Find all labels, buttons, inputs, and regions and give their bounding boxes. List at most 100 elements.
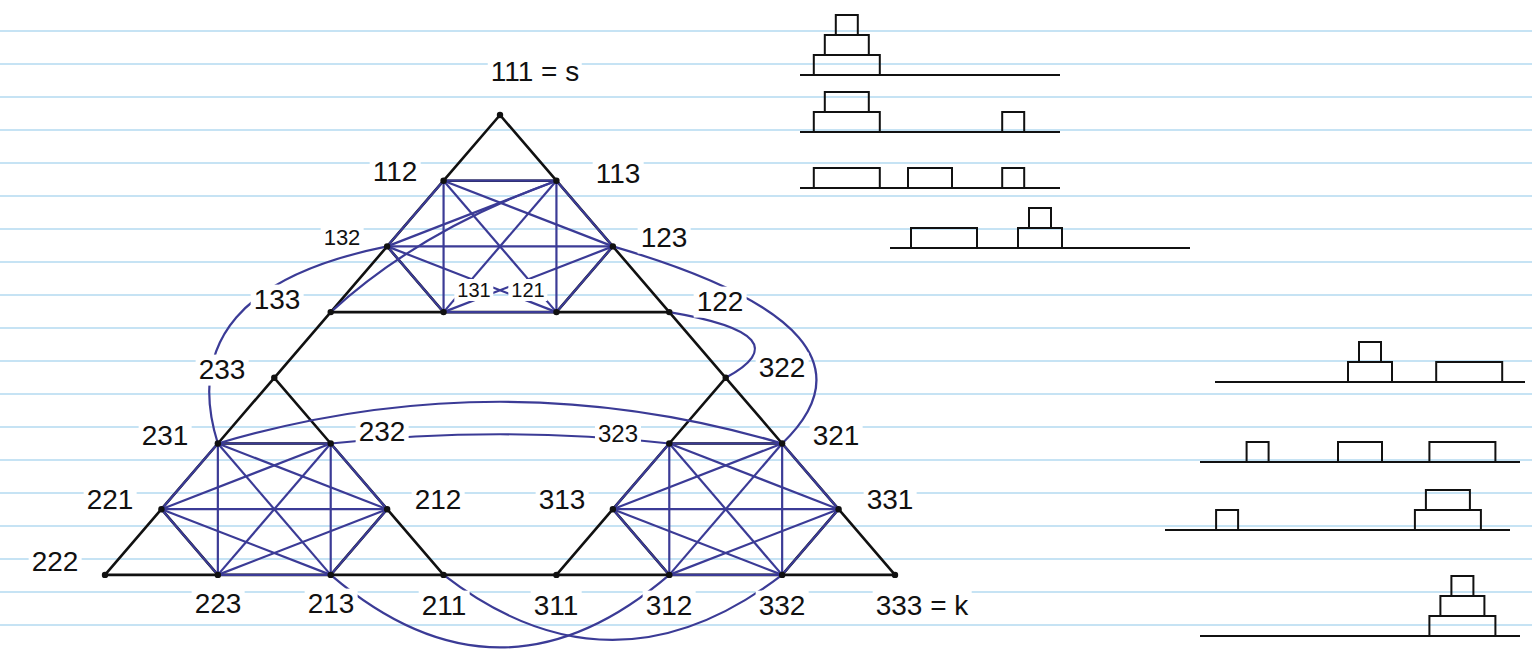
tower-base (1215, 381, 1525, 383)
disc-sketch (814, 168, 880, 188)
ruled-line (0, 525, 1532, 526)
vertex-label: 322 (756, 353, 809, 384)
vertex-dot (328, 572, 334, 578)
disc-sketch (1415, 510, 1481, 530)
ruled-line (0, 228, 1532, 229)
graph-edge (782, 574, 895, 577)
ruled-line (0, 459, 1532, 460)
vertex-label: 223 (192, 589, 245, 620)
blue-curve (331, 181, 557, 312)
blue-edge (669, 574, 782, 576)
vertex-dot (440, 309, 446, 315)
graph-edge (218, 378, 274, 444)
ruled-line (0, 294, 1532, 295)
vertex-label: 211 (419, 591, 470, 622)
blue-edge (613, 444, 782, 510)
disc-sketch (814, 112, 880, 132)
disc-sketch (1029, 208, 1051, 228)
graph-edge (613, 246, 669, 312)
disc-sketch (1338, 442, 1382, 462)
vertex-label: 132 (321, 226, 364, 250)
tower-base (890, 247, 1190, 249)
vertex-dot (553, 572, 559, 578)
vertex-dot (271, 375, 277, 381)
graph-edge (556, 509, 612, 575)
graph-edge (105, 509, 161, 575)
disc-sketch (1002, 112, 1024, 132)
vertex-dot (215, 572, 221, 578)
graph-edge (331, 574, 444, 577)
vertex-dot (892, 572, 898, 578)
vertex-dot (666, 309, 672, 315)
blue-edge (161, 444, 330, 510)
disc-sketch (825, 92, 869, 112)
disc-sketch (1440, 596, 1484, 616)
vertex-dot (779, 440, 785, 446)
ruled-line (0, 129, 1532, 130)
disc-sketch (1247, 442, 1269, 462)
vertex-dot (384, 243, 390, 249)
vertex-dot (102, 572, 108, 578)
blue-curve (613, 246, 817, 443)
blue-edge (218, 574, 331, 576)
disc-sketch (814, 55, 880, 75)
blue-edge (556, 246, 612, 312)
vertex-label: 231 (139, 421, 192, 452)
ruled-line (0, 30, 1532, 31)
graph-edge (669, 574, 782, 577)
vertex-label: 323 (595, 421, 641, 447)
vertex-label: 332 (756, 591, 809, 622)
vertex-label: 111 = s (488, 57, 582, 88)
blue-edge (161, 508, 387, 510)
disc-sketch (1429, 616, 1495, 636)
disc-sketch (825, 35, 869, 55)
blue-edge (444, 180, 557, 182)
graph-edge (218, 442, 331, 445)
vertex-dot (723, 375, 729, 381)
vertex-label: 123 (638, 223, 691, 254)
blue-edge (669, 442, 782, 444)
blue-curve (218, 402, 782, 444)
blue-edge (218, 509, 387, 575)
disc-sketch (1018, 228, 1062, 248)
graph-edge (726, 378, 782, 444)
blue-edge (782, 444, 838, 510)
vertex-label: 212 (412, 485, 465, 516)
vertex-dot (610, 243, 616, 249)
vertex-label: 331 (864, 485, 917, 516)
vertex-dot (610, 506, 616, 512)
vertex-dot (384, 506, 390, 512)
ruled-line (0, 162, 1532, 163)
graph-edge (105, 574, 218, 577)
blue-edge (782, 509, 838, 575)
graph-edge (500, 115, 556, 181)
disc-sketch (1436, 362, 1502, 382)
vertex-label: 121 (508, 279, 547, 301)
vertex-dot (666, 572, 672, 578)
blue-edge (444, 311, 557, 313)
vertex-label: 321 (810, 421, 863, 452)
vertex-label: 333 = k (873, 591, 972, 622)
vertex-dot (158, 506, 164, 512)
ruled-line (0, 195, 1532, 196)
blue-curve (444, 575, 783, 640)
graph-edge (556, 574, 669, 577)
vertex-dot (440, 572, 446, 578)
disc-sketch (1002, 168, 1024, 188)
vertex-dot (666, 440, 672, 446)
vertex-dot (835, 506, 841, 512)
vertex-label: 213 (305, 589, 358, 620)
graph-edge (218, 574, 331, 577)
graph-edge (331, 311, 444, 314)
disc-sketch (908, 168, 952, 188)
vertex-label: 113 (593, 159, 644, 190)
disc-sketch (1348, 362, 1392, 382)
vertex-label: 312 (643, 591, 696, 622)
graph-edge (444, 311, 557, 314)
graph-edge (669, 378, 725, 444)
ruled-line (0, 492, 1532, 493)
disc-sketch (836, 15, 858, 35)
blue-curve (669, 312, 755, 378)
vertex-dot (328, 440, 334, 446)
vertex-label: 131 (454, 279, 493, 301)
